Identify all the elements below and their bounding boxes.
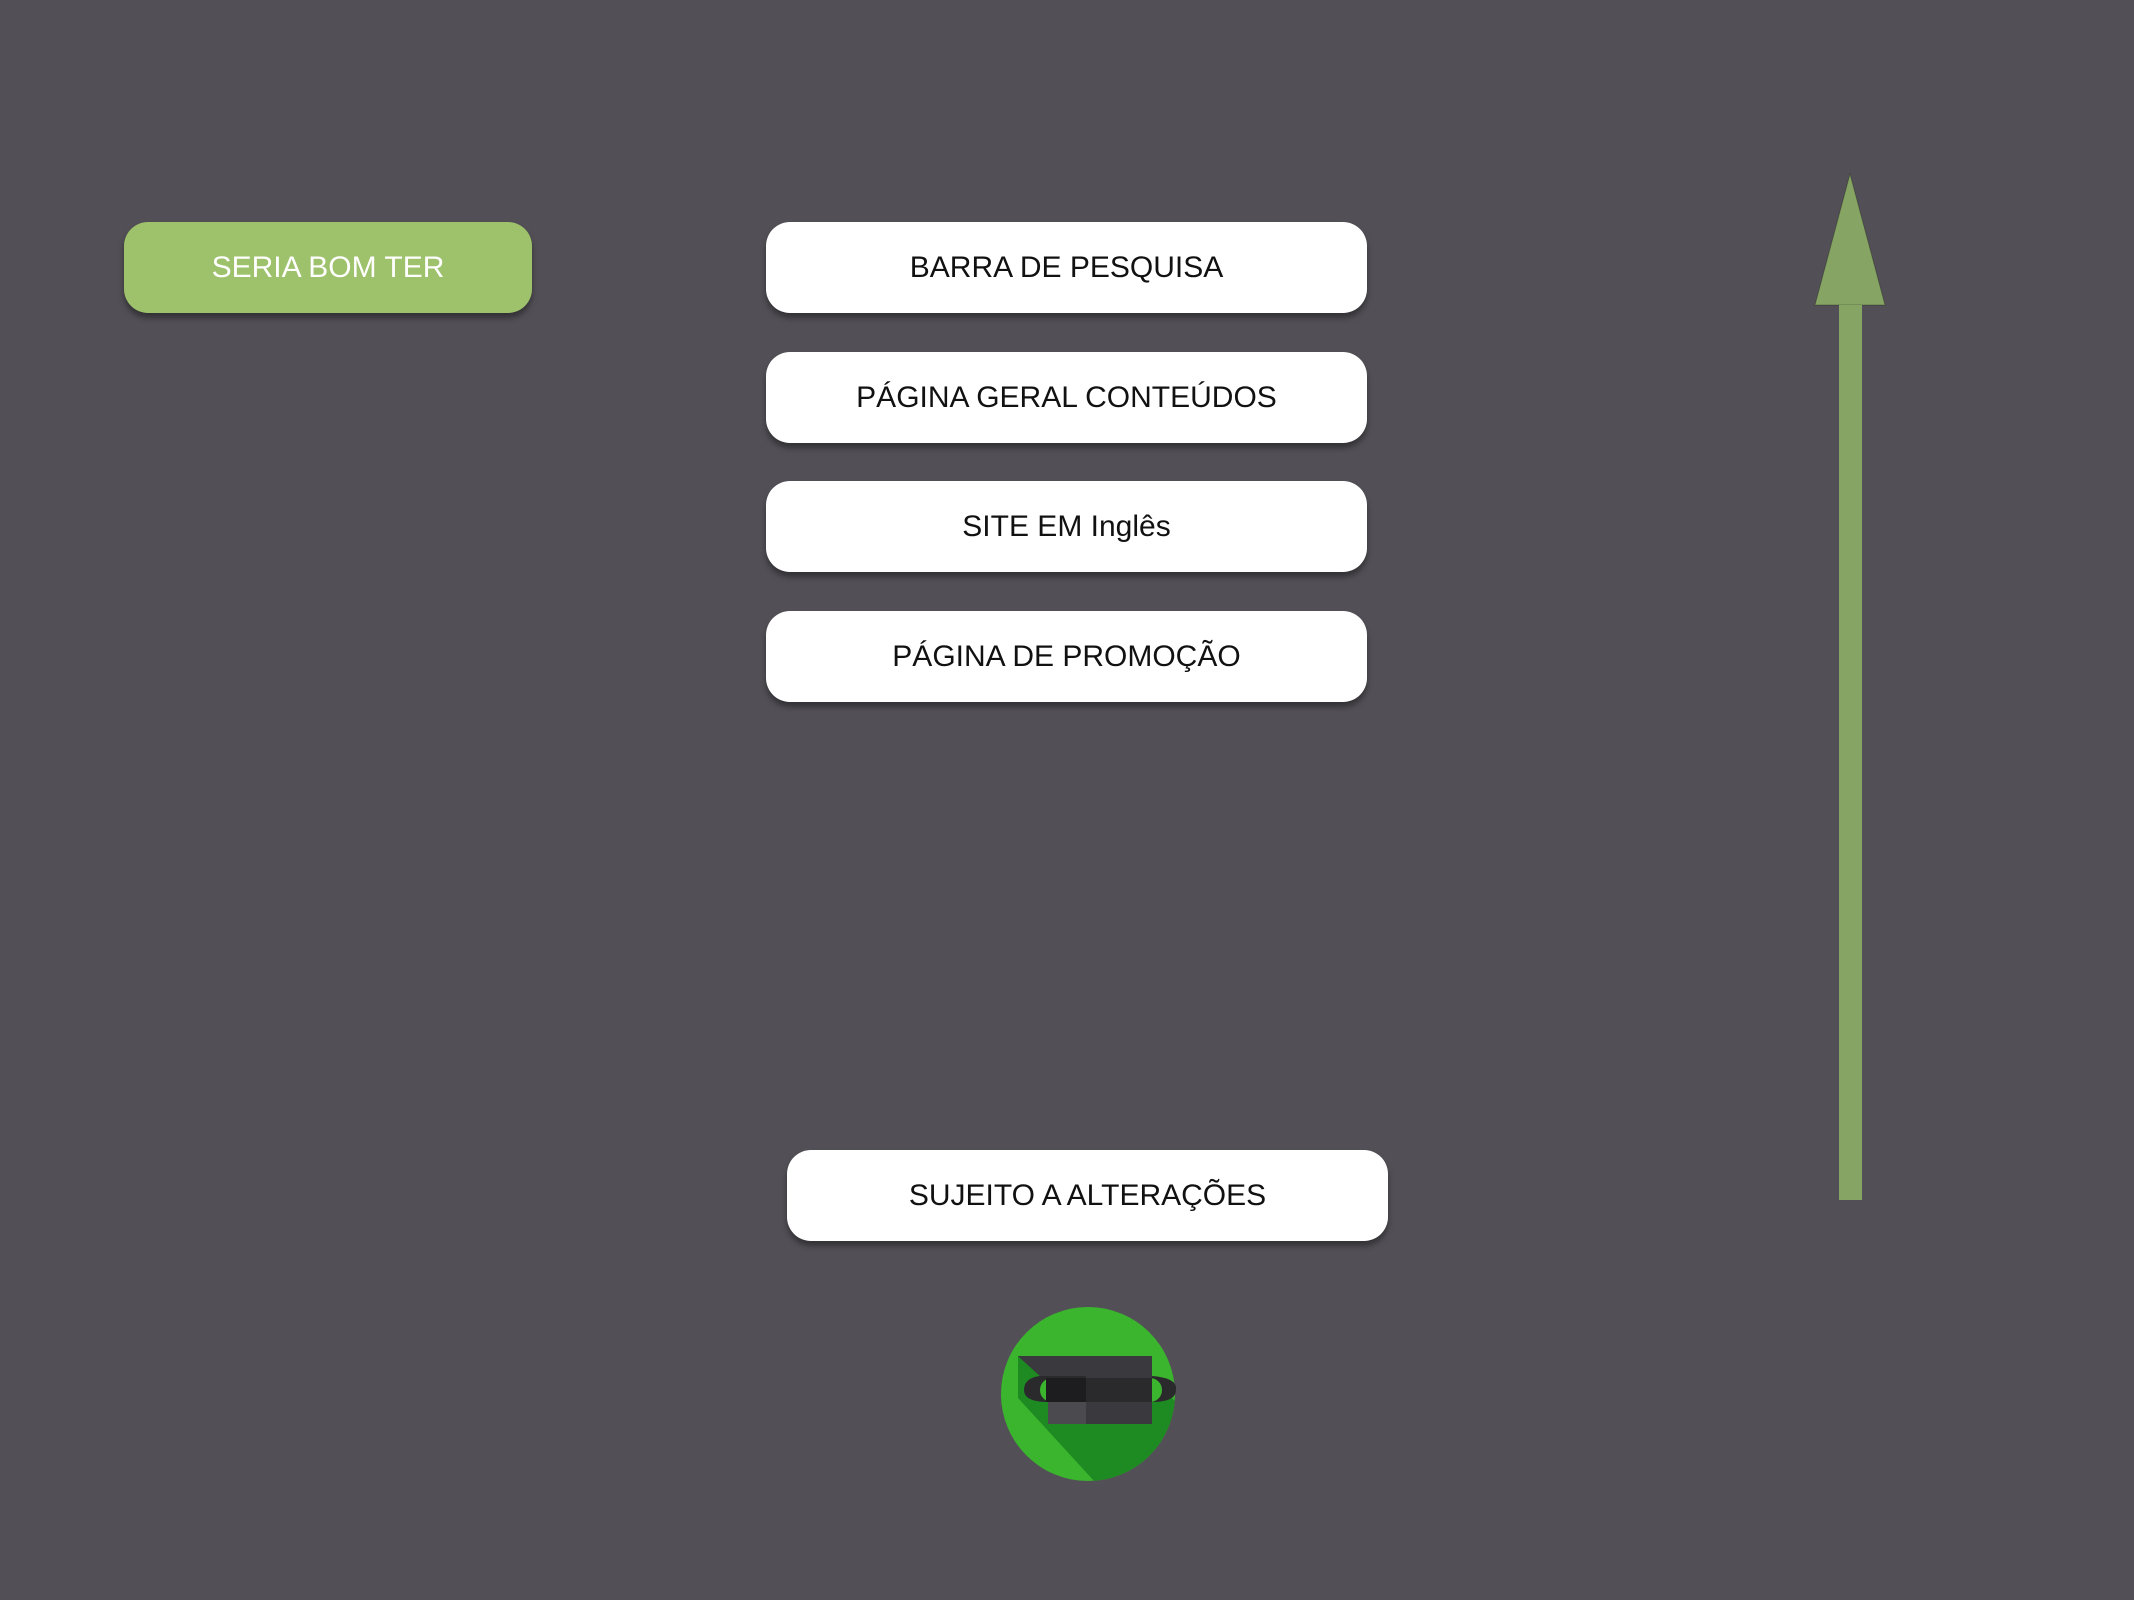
seria-bom-ter-label: SERIA BOM TER bbox=[124, 222, 532, 313]
up-arrow-icon bbox=[1814, 172, 1886, 1200]
anvil-logo-icon bbox=[1001, 1307, 1176, 1481]
item-site-em-ingles: SITE EM Inglês bbox=[766, 481, 1367, 572]
item-pagina-de-promocao: PÁGINA DE PROMOÇÃO bbox=[766, 611, 1367, 702]
note-sujeito-a-alteracoes: SUJEITO A ALTERAÇÕES bbox=[787, 1150, 1388, 1241]
item-barra-de-pesquisa: BARRA DE PESQUISA bbox=[766, 222, 1367, 313]
item-pagina-geral-conteudos: PÁGINA GERAL CONTEÚDOS bbox=[766, 352, 1367, 443]
